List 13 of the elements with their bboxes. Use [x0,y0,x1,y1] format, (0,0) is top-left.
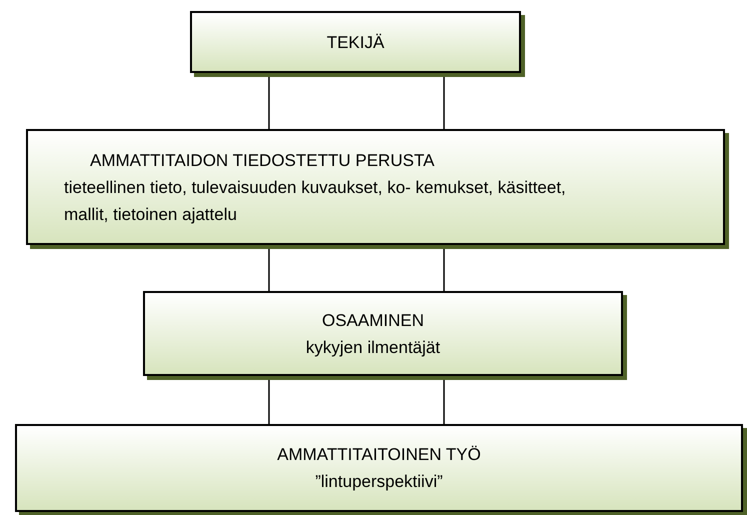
box-heading: AMMATTITAIDON TIEDOSTETTU PERUSTA [89,150,434,172]
connector-line [443,77,445,129]
box-description: tieteellinen tieto, tulevaisuuden kuvaukset, ko- kemukset, käsitteet, mallit, tietoinen ajattelu [64,176,567,226]
connector-line [268,249,270,291]
connector-line [268,380,270,424]
connector-line [443,380,445,424]
connector-line [268,77,270,129]
box-heading: AMMATTITAITOINEN TYÖ [277,444,481,466]
box-heading: OSAAMINEN [322,310,424,332]
box-description: kykyjen ilmentäjät [306,336,440,358]
box-heading: TEKIJÄ [326,32,384,54]
box-description: ”lintuperspektiivi” [315,471,443,493]
connector-line [443,249,445,291]
